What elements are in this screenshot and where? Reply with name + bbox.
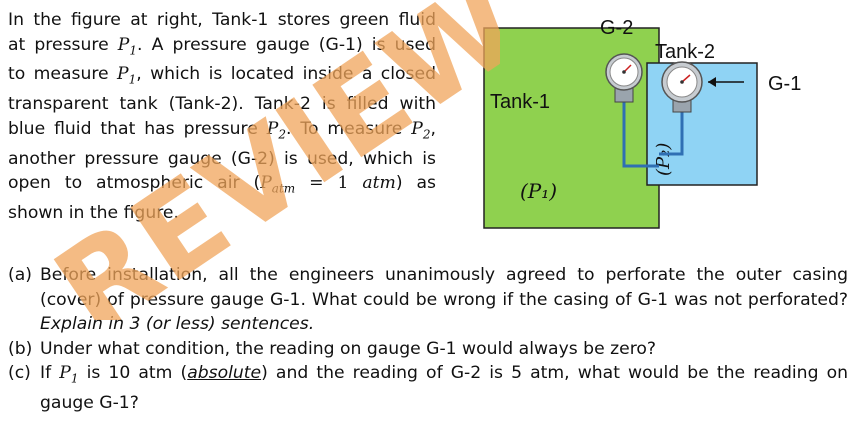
question-a-label: (a)	[8, 265, 32, 285]
question-a: (a) Before installation, all the enginee…	[8, 263, 848, 337]
question-b-text: Under what condition, the reading on gau…	[40, 338, 657, 359]
intro-line-2: at pressure P1. A pressure gauge (G-1) i…	[8, 34, 437, 57]
question-c-label: (c)	[8, 363, 31, 383]
intro-line-5: blue fluid that has pressure P2. To meas…	[8, 118, 436, 142]
intro-line-4: transparent tank (Tank-2). Tank-2 is fil…	[8, 94, 436, 115]
tank-2-pressure: (P₂)	[653, 143, 674, 176]
tank-1-label: Tank-1	[490, 91, 550, 113]
question-c: (c) If P1 is 10 atm (absolute) and the r…	[8, 363, 848, 413]
question-b-label: (b)	[8, 338, 33, 359]
gauge-2-label: G-2	[600, 17, 633, 39]
question-c-absolute: absolute	[187, 363, 262, 383]
intro-line-1: In the figure at right, Tank-1 stores gr…	[8, 10, 436, 30]
gauge-2	[605, 53, 643, 103]
gauge-1-label: G-1	[768, 73, 801, 95]
question-b: (b) Under what condition, the reading on…	[8, 337, 848, 362]
question-list: (a) Before installation, all the enginee…	[8, 263, 848, 415]
gauge-1-arrow	[708, 77, 744, 87]
intro-line-7: open to atmospheric air (Patm = 1 atm) a…	[8, 173, 437, 196]
pipe-to-gauge-1	[659, 110, 684, 156]
problem-statement: In the figure at right, Tank-1 stores gr…	[8, 8, 436, 226]
intro-line-8: shown in the figure.	[8, 203, 179, 224]
pipe-to-gauge-2	[622, 102, 659, 168]
tank-figure: Tank-1 (P₁) Tank-2 (P₂) G-2 G-1	[483, 17, 801, 229]
tank-1-pressure: (P₁)	[520, 179, 557, 203]
gauge-1	[661, 61, 703, 113]
question-a-instruction: Explain in 3 (or less) sentences.	[40, 314, 315, 334]
question-c-variable: P1	[59, 363, 79, 386]
intro-line-6: another pressure gauge (G-2) is used, wh…	[8, 148, 436, 169]
tank-2-label: Tank-2	[655, 41, 715, 63]
intro-line-3: to measure P1, which is located inside a…	[8, 64, 436, 87]
question-a-text: Before installation, all the engineers u…	[40, 265, 848, 310]
